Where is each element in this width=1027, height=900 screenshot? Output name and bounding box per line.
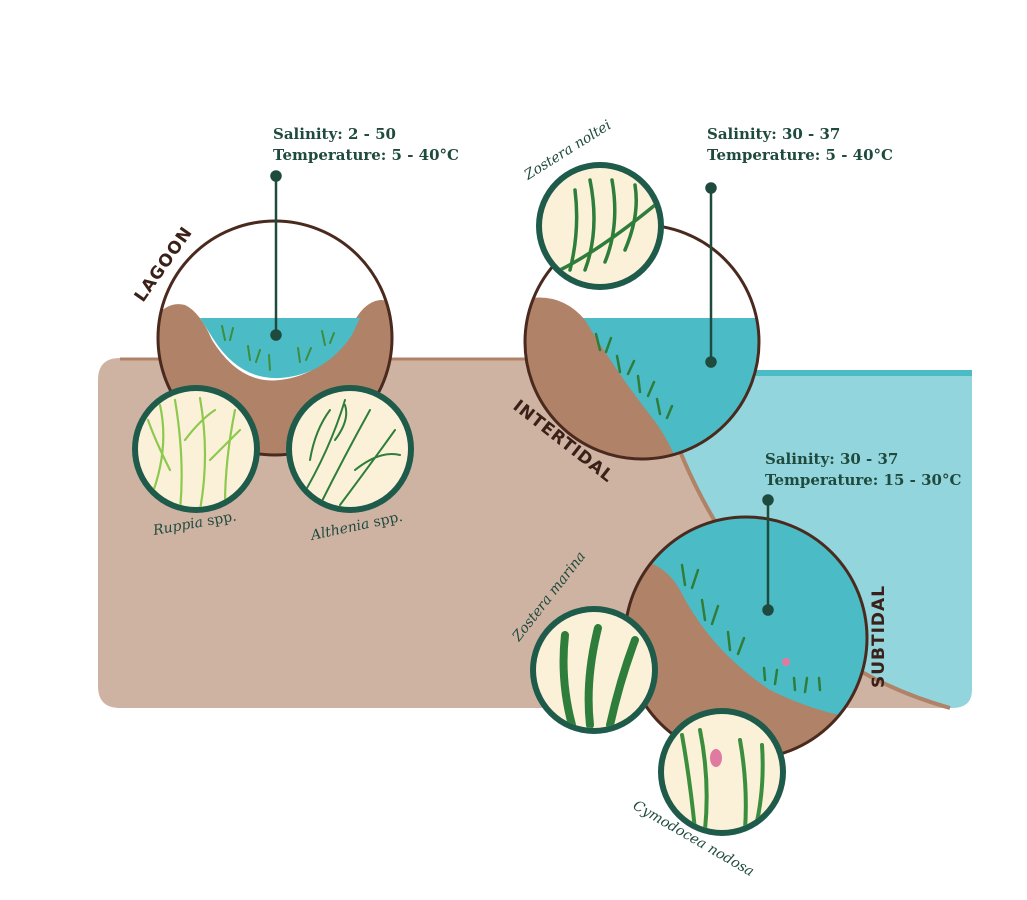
subtidal-info: Salinity: 30 - 37 Temperature: 15 - 30°C: [765, 450, 961, 489]
pointer-lines: [270, 170, 774, 616]
lagoon-temperature: Temperature: 5 - 40°C: [273, 146, 459, 164]
flower-icon: [710, 749, 722, 767]
zostera-marina-badge: [530, 606, 658, 734]
lagoon-salinity: Salinity: 2 - 50: [273, 125, 396, 143]
subtidal-label: SUBTIDAL: [869, 585, 889, 688]
cymodocea-badge: [658, 708, 786, 836]
subtidal-temperature: Temperature: 15 - 30°C: [765, 471, 961, 489]
ruppia-badge: [132, 385, 260, 513]
lagoon-info: Salinity: 2 - 50 Temperature: 5 - 40°C: [273, 125, 459, 164]
intertidal-temperature: Temperature: 5 - 40°C: [707, 146, 893, 164]
intertidal-info: Salinity: 30 - 37 Temperature: 5 - 40°C: [707, 125, 893, 164]
zostera-noltei-badge: [536, 162, 664, 290]
subtidal-salinity: Salinity: 30 - 37: [765, 450, 898, 468]
althenia-badge: [286, 385, 414, 513]
intertidal-salinity: Salinity: 30 - 37: [707, 125, 840, 143]
sea-surface-line: [700, 370, 972, 376]
